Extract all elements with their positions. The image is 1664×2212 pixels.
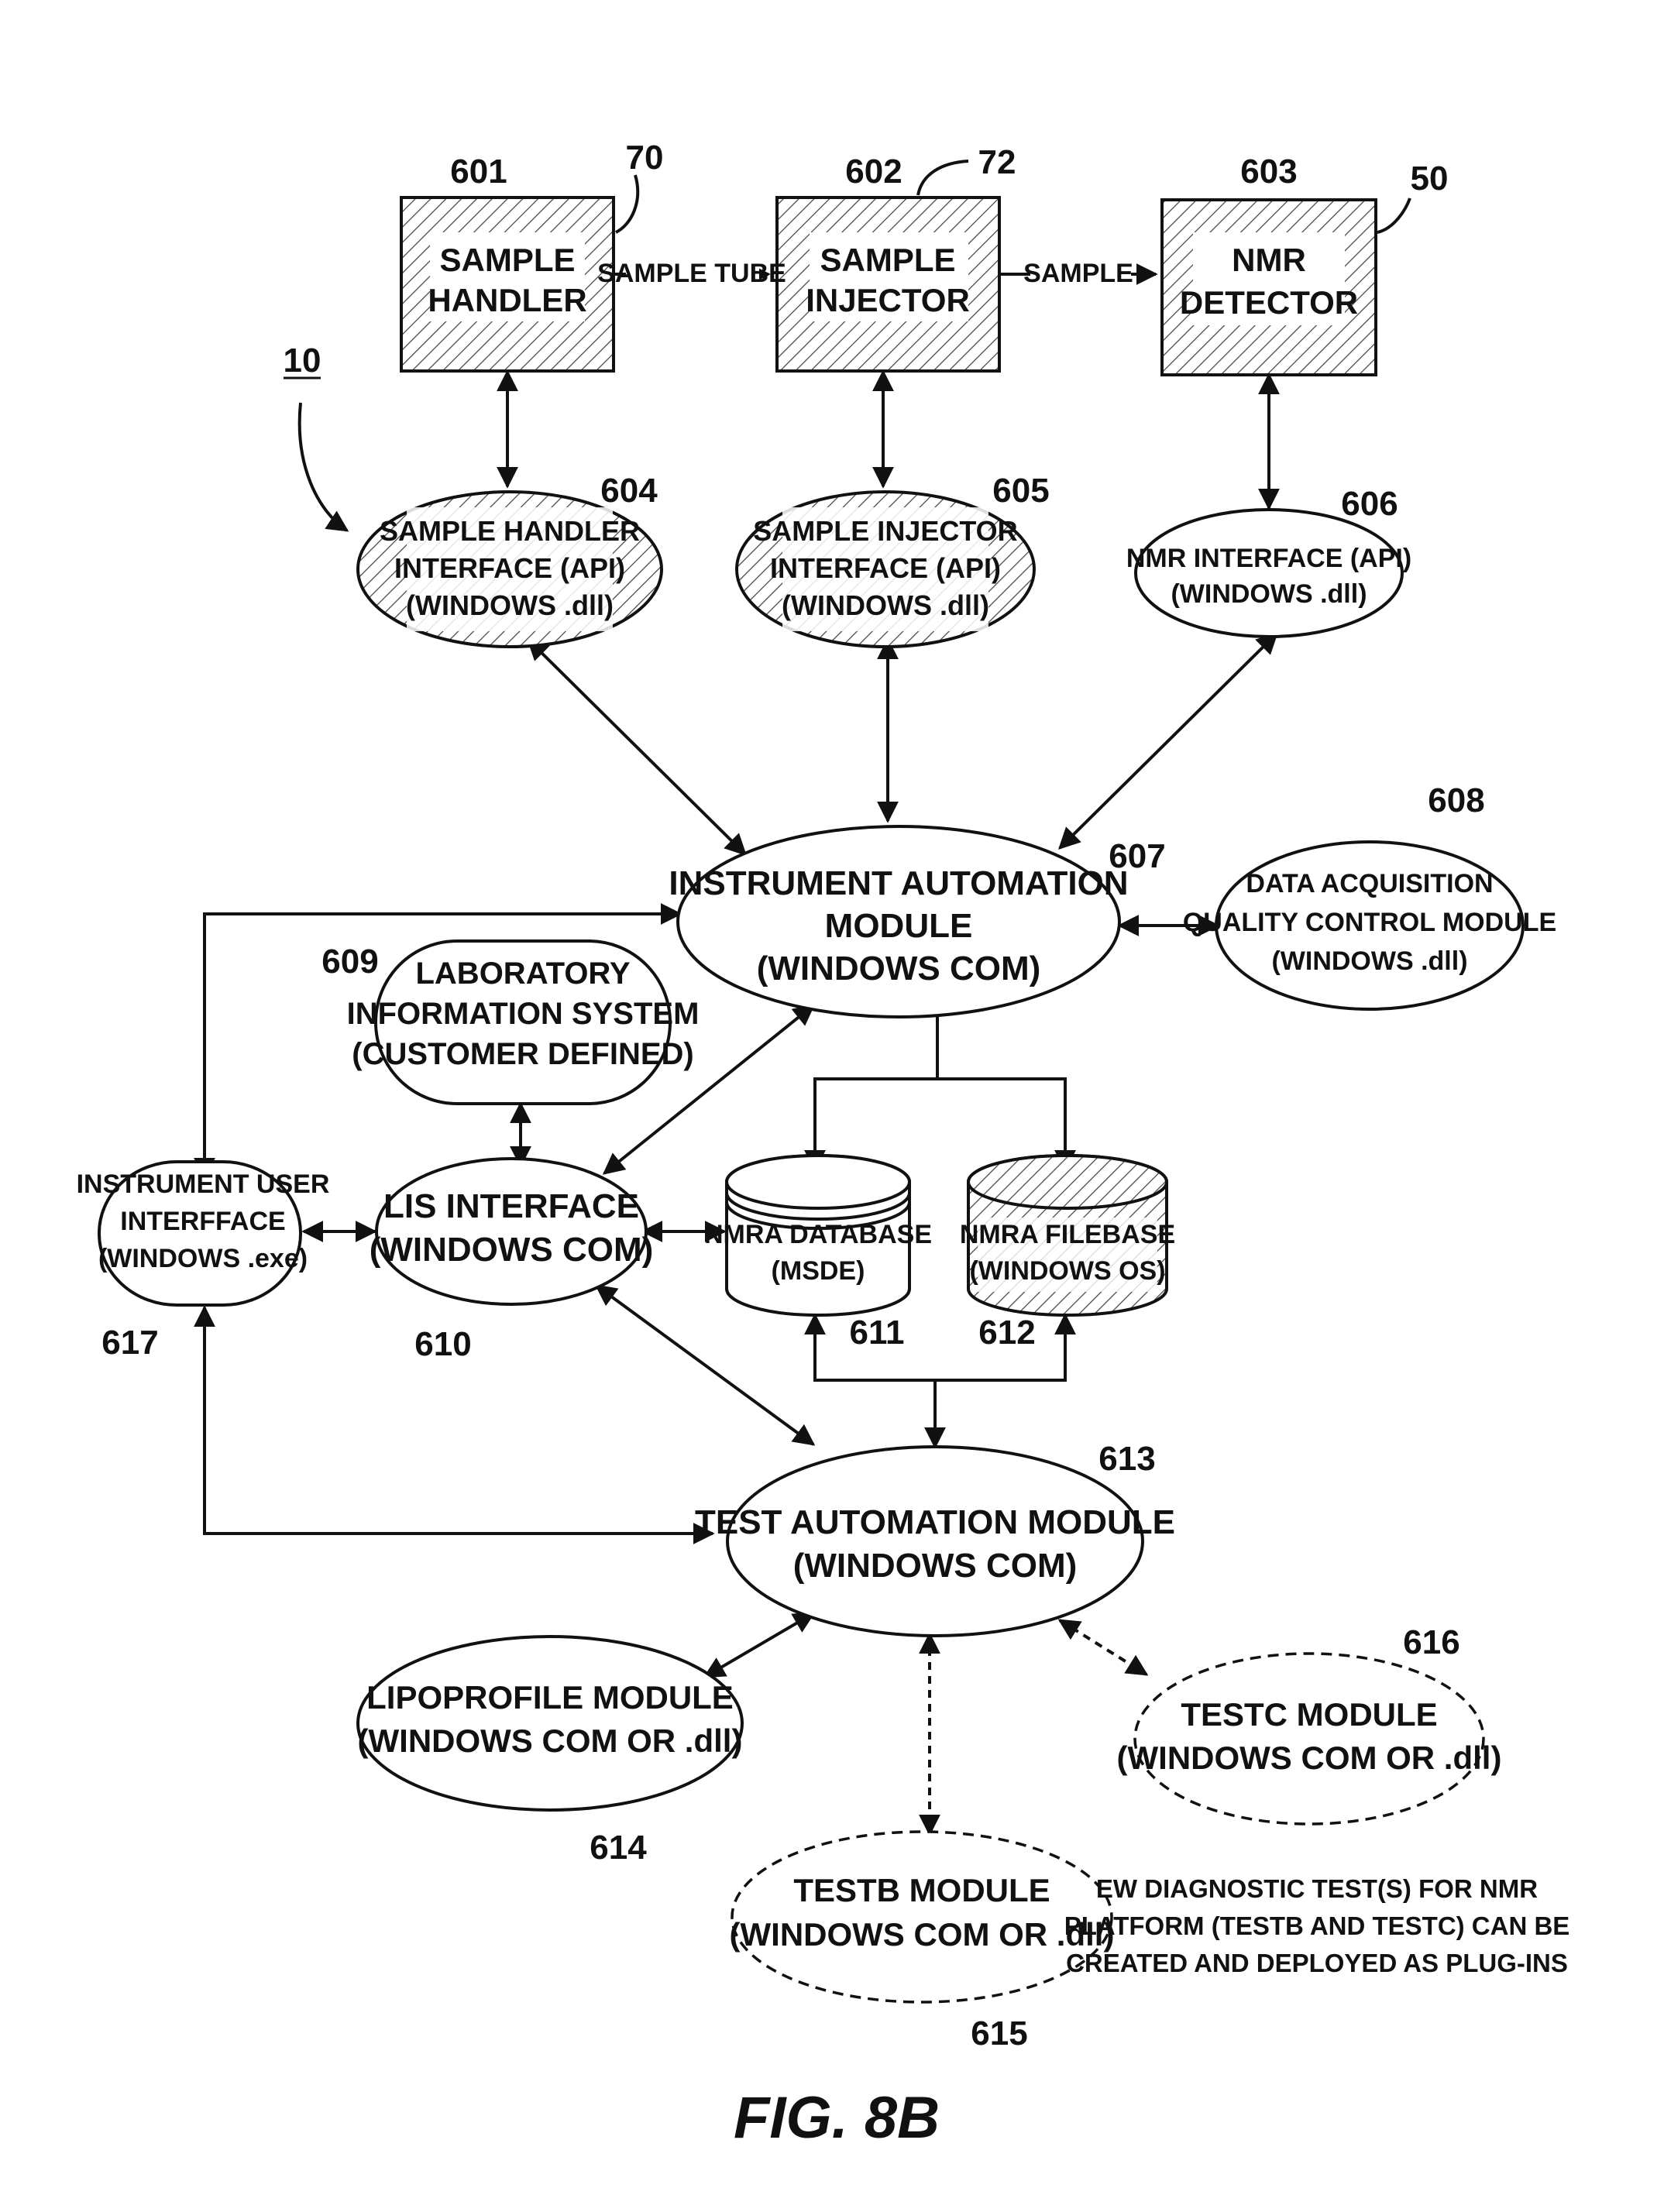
edge-613-616 [1060,1620,1147,1674]
node-602: SAMPLE INJECTOR 602 72 [777,143,1016,371]
node-604-line3: (WINDOWS .dll) [406,589,614,621]
node-614-line1: LIPOPROFILE MODULE [366,1679,734,1716]
edge-606-607 [1060,634,1277,848]
node-605: SAMPLE INJECTOR INTERFACE (API) (WINDOWS… [737,472,1050,647]
node-605-line2: INTERFACE (API) [770,552,1001,584]
node-613-line1: TEST AUTOMATION MODULE [695,1503,1175,1541]
node-601-ref: 70 [626,139,664,177]
node-603: NMR DETECTOR 603 50 [1162,153,1448,375]
node-609-line2: INFORMATION SYSTEM [347,997,700,1031]
node-607-line3: (WINDOWS COM) [757,950,1041,988]
node-617-line2: INTERFFACE [120,1207,285,1236]
node-615: TESTB MODULE (WINDOWS COM OR .dll) 615 [730,1832,1115,2052]
node-613: TEST AUTOMATION MODULE (WINDOWS COM) 613 [695,1440,1175,1636]
node-616-line2: (WINDOWS COM OR .dll) [1117,1740,1502,1776]
system-ref-number: 10 [284,342,321,380]
node-604-line1: SAMPLE HANDLER [380,515,640,547]
node-608-line3: (WINDOWS .dll) [1271,946,1467,976]
edge-601-602-label: SAMPLE TUBE [597,259,786,288]
node-602-number: 602 [845,153,902,191]
node-613-number: 613 [1098,1440,1155,1478]
node-609-line1: LABORATORY [415,957,630,991]
node-603-ref-leader [1377,198,1410,232]
node-609-number: 609 [321,943,378,981]
node-607: INSTRUMENT AUTOMATION MODULE (WINDOWS CO… [669,826,1165,1017]
node-610-line2: (WINDOWS COM) [370,1231,654,1269]
node-608: DATA ACQUISITION QUALITY CONTROL MODULE … [1183,781,1556,1009]
node-607-line2: MODULE [825,907,973,945]
node-615-line2: (WINDOWS COM OR .dll) [730,1916,1115,1953]
test-automation-module-ellipse [727,1447,1143,1636]
nmr-interface-ellipse [1136,510,1402,637]
node-606-number: 606 [1341,485,1398,523]
node-612-line2: (WINDOWS OS) [969,1256,1165,1286]
node-610: LIS INTERFACE (WINDOWS COM) 610 [370,1159,654,1363]
node-602-ref: 72 [978,143,1016,181]
node-603-ref: 50 [1411,160,1449,198]
node-604: SAMPLE HANDLER INTERFACE (API) (WINDOWS … [358,472,662,647]
plugin-note-line2: PLATFORM (TESTB AND TESTC) CAN BE [1064,1911,1570,1940]
node-611-line1: NMRA DATABASE [704,1220,932,1249]
node-613-line2: (WINDOWS COM) [793,1547,1078,1585]
testc-module-ellipse [1135,1654,1484,1824]
node-601-ref-leader [616,175,638,232]
node-601: SAMPLE HANDLER 601 70 [401,139,663,371]
node-614-number: 614 [590,1829,647,1867]
node-601-line2: HANDLER [428,282,586,318]
node-608-line1: DATA ACQUISITION [1246,869,1493,898]
node-617-line1: INSTRUMENT USER [77,1170,330,1199]
node-614: LIPOPROFILE MODULE (WINDOWS COM OR .dll)… [358,1637,743,1867]
node-616-number: 616 [1403,1623,1459,1661]
node-608-number: 608 [1428,781,1484,819]
node-615-number: 615 [971,2014,1027,2052]
plugin-note: EW DIAGNOSTIC TEST(S) FOR NMR PLATFORM (… [1064,1874,1570,1977]
node-608-line2: QUALITY CONTROL MODULE [1183,908,1556,937]
node-609: LABORATORY INFORMATION SYSTEM (CUSTOMER … [321,941,699,1104]
node-607-line1: INSTRUMENT AUTOMATION [669,864,1128,902]
node-612-line1: NMRA FILEBASE [960,1220,1175,1249]
node-612-number: 612 [978,1314,1035,1352]
node-603-number: 603 [1240,153,1297,191]
node-601-number: 601 [450,153,507,191]
node-617-number: 617 [101,1324,158,1362]
plugin-note-line3: CREATED AND DEPLOYED AS PLUG-INS [1066,1949,1568,1977]
edge-604-607 [528,640,745,854]
node-611-line2: (MSDE) [772,1256,865,1286]
plugin-note-line1: EW DIAGNOSTIC TEST(S) FOR NMR [1096,1874,1538,1903]
node-607-number: 607 [1109,837,1165,875]
node-606-line1: NMR INTERFACE (API) [1126,544,1411,573]
node-603-line1: NMR [1232,242,1306,278]
node-610-line1: LIS INTERFACE [383,1187,639,1225]
edge-613-614 [705,1613,813,1677]
node-601-line1: SAMPLE [439,242,575,278]
node-605-number: 605 [992,472,1049,510]
system-ref-10: 10 [284,342,347,531]
node-606-line2: (WINDOWS .dll) [1171,579,1367,609]
node-602-line2: INJECTOR [806,282,970,318]
figure-label: FIG. 8B [734,2085,940,2151]
system-ref-arrow [300,403,347,531]
node-602-line1: SAMPLE [820,242,955,278]
node-611: NMRA DATABASE (MSDE) 611 [704,1156,932,1352]
node-602-ref-leader [918,161,968,195]
node-604-line2: INTERFACE (API) [394,552,625,584]
node-610-number: 610 [414,1325,471,1363]
node-617-line3: (WINDOWS .exe) [98,1244,308,1273]
node-611-number: 611 [850,1314,905,1352]
node-616: TESTC MODULE (WINDOWS COM OR .dll) 616 [1117,1623,1502,1824]
node-614-line2: (WINDOWS COM OR .dll) [358,1723,743,1759]
node-604-number: 604 [600,472,658,510]
node-609-line3: (CUSTOMER DEFINED) [352,1037,693,1071]
node-605-line3: (WINDOWS .dll) [782,589,989,621]
node-603-line2: DETECTOR [1180,284,1358,321]
node-605-line1: SAMPLE INJECTOR [753,515,1017,547]
node-612: NMRA FILEBASE (WINDOWS OS) 612 [960,1156,1175,1352]
node-615-line1: TESTB MODULE [793,1872,1050,1908]
edge-602-603-label: SAMPLE [1023,259,1133,288]
node-616-line1: TESTC MODULE [1181,1696,1437,1733]
